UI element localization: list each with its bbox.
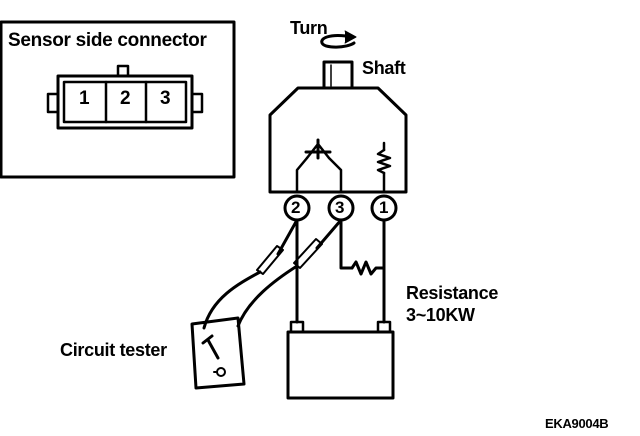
connector-pin-3: 3 [160, 88, 171, 109]
resistance-label: Resistance [406, 283, 499, 303]
resistance-symbol-icon [350, 260, 386, 276]
connector-panel [0, 20, 236, 179]
battery-icon [286, 320, 395, 400]
connector-body [46, 64, 204, 130]
circuit-tester-icon [190, 316, 246, 390]
wiring [295, 218, 386, 324]
tester-leads [202, 218, 343, 330]
connector-panel-frame [0, 20, 236, 179]
figure-code: EKA9004B [545, 416, 609, 431]
circuit-tester-label: Circuit tester [60, 340, 167, 360]
terminal-3-label: 3 [335, 198, 345, 217]
turn-arrow-icon [320, 30, 357, 49]
terminal-1-label: 1 [379, 198, 389, 217]
connector-pin-2: 2 [120, 88, 131, 109]
switch-symbol-icon [295, 138, 343, 194]
sensor-housing [268, 86, 408, 194]
connector-panel-title: Sensor side connector [8, 30, 207, 51]
connector-pin-1: 1 [79, 88, 90, 109]
terminal-2-label: 2 [291, 198, 301, 217]
shaft [322, 60, 354, 90]
shaft-label: Shaft [362, 58, 406, 78]
turn-label: Turn [290, 18, 328, 38]
internal-resistor-icon [376, 141, 392, 194]
resistance-value: 3~10KW [406, 305, 475, 325]
